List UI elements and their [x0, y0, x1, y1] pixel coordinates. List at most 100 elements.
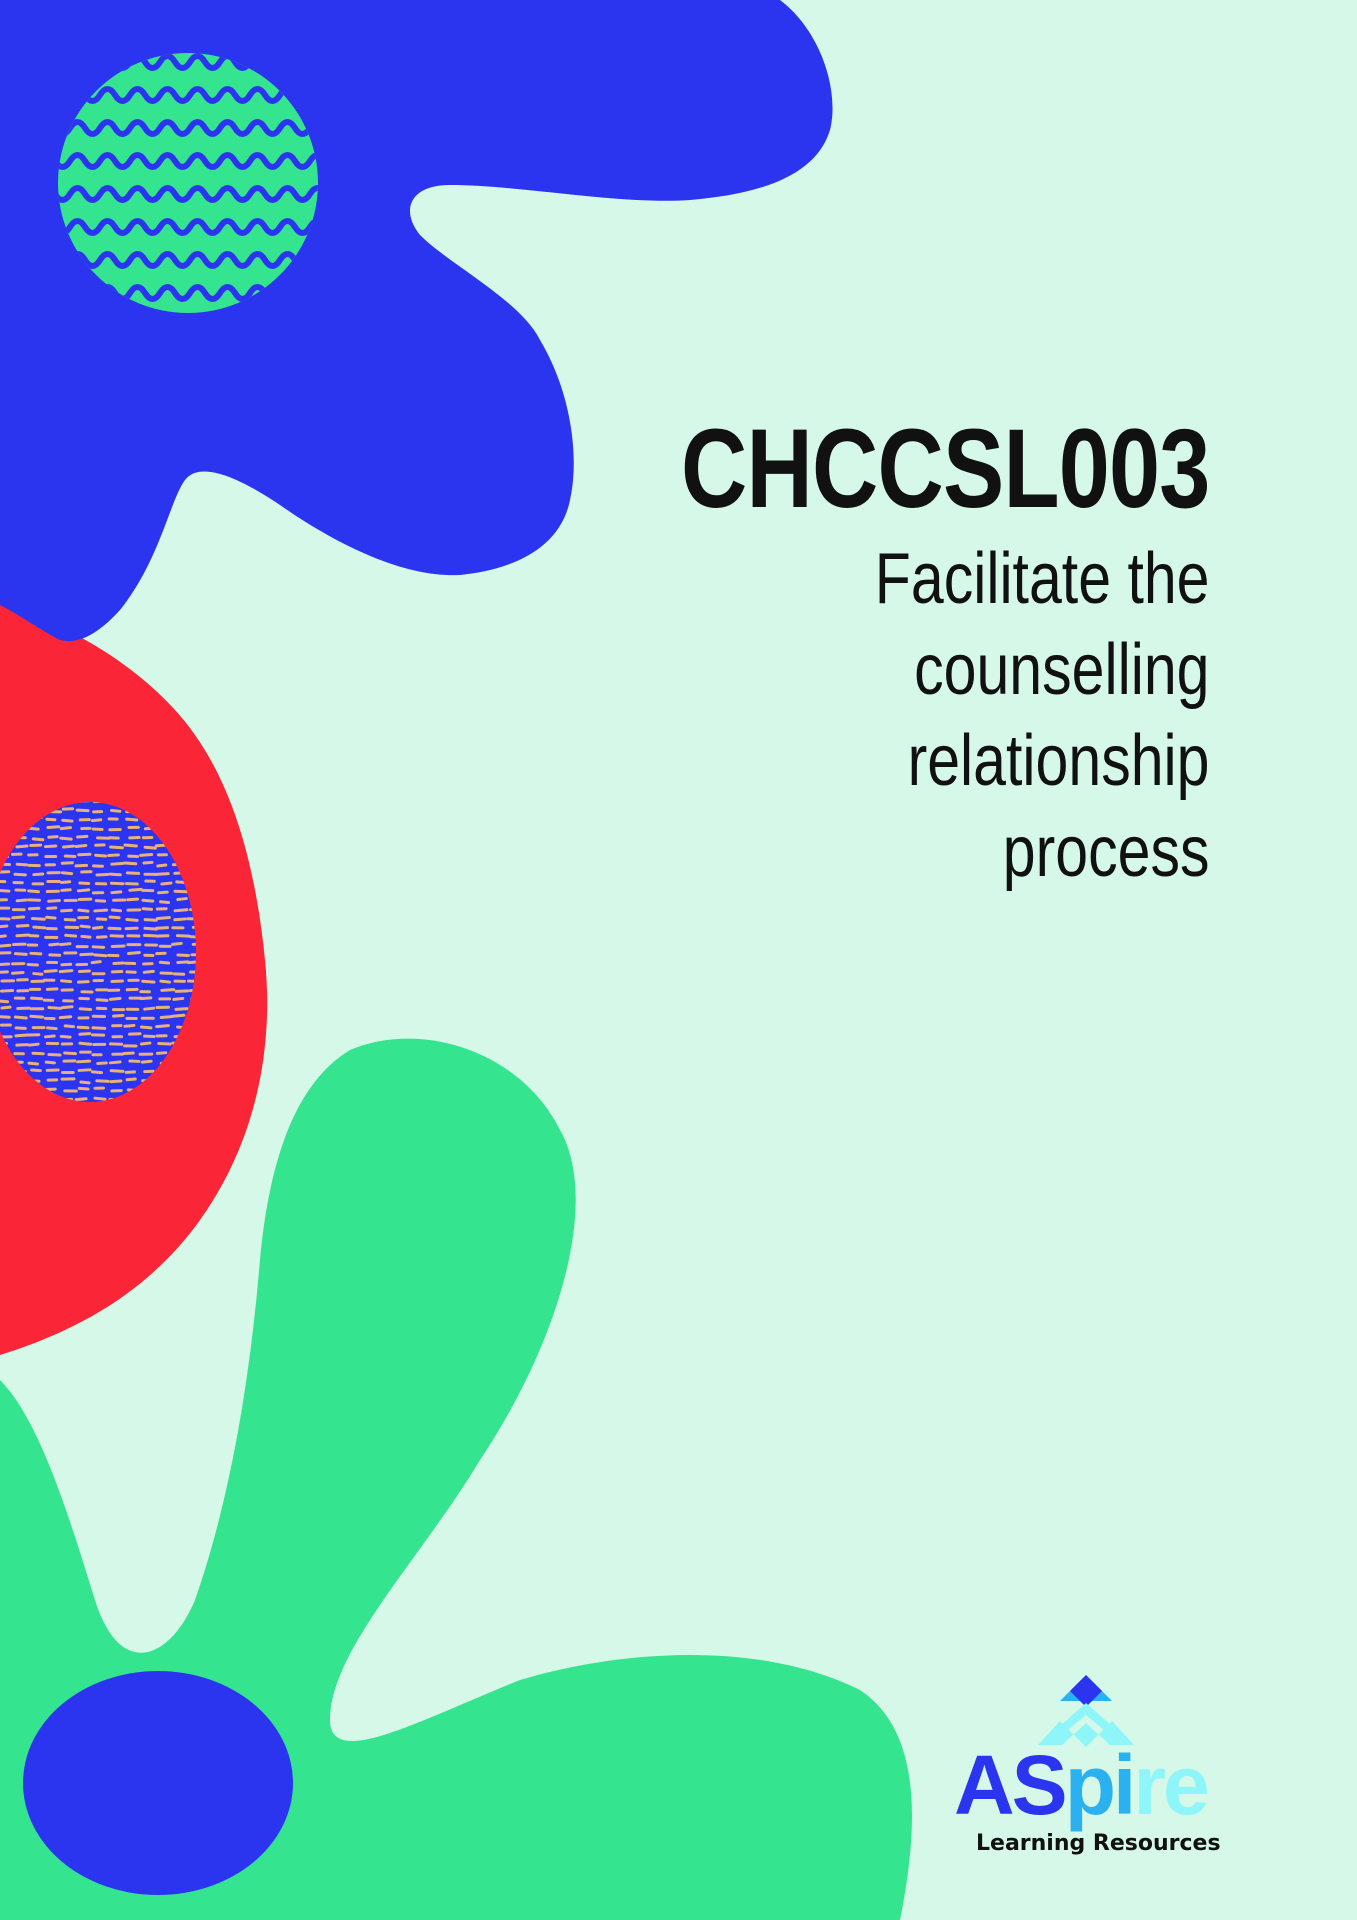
- unit-title-line-1: Facilitate the: [875, 538, 1210, 619]
- dash-mark: [45, 817, 57, 822]
- dash-mark: [10, 971, 25, 975]
- dash-mark: [59, 880, 72, 884]
- dash-mark: [110, 908, 123, 913]
- dash-mark: [109, 1079, 123, 1084]
- dash-mark: [159, 979, 171, 984]
- dash-mark: [26, 962, 39, 967]
- dash-mark: [32, 872, 45, 877]
- dash-mark: [64, 933, 78, 938]
- dash-mark: [30, 996, 44, 1001]
- dash-mark: [31, 837, 45, 842]
- logo-wordmark: ASpire: [954, 1738, 1210, 1832]
- dash-mark: [110, 808, 122, 813]
- dash-mark: [11, 915, 26, 920]
- dash-mark: [123, 1023, 136, 1028]
- dash-mark: [61, 818, 74, 823]
- dash-mark: [188, 935, 196, 939]
- dash-mark: [155, 1024, 170, 1029]
- dash-mark: [142, 969, 155, 974]
- dash-mark: [108, 915, 121, 920]
- dash-mark: [77, 1068, 92, 1072]
- unit-title-line-4: process: [1003, 811, 1210, 892]
- dash-mark: [58, 1015, 73, 1020]
- dash-mark: [112, 961, 125, 966]
- dash-mark: [171, 1013, 186, 1018]
- dash-mark: [155, 926, 170, 930]
- dash-mark: [78, 881, 91, 886]
- dash-mark: [48, 942, 60, 947]
- dash-mark: [76, 1025, 90, 1030]
- dash-mark: [141, 907, 154, 911]
- dash-mark: [27, 889, 40, 894]
- dash-mark: [15, 1043, 29, 1047]
- dash-mark: [186, 960, 196, 965]
- dash-mark: [76, 980, 90, 984]
- dash-mark: [110, 861, 125, 866]
- wave-line: [58, 218, 318, 236]
- dash-mark: [0, 888, 11, 893]
- dash-mark: [0, 989, 15, 993]
- dash-mark: [176, 897, 188, 902]
- dash-mark: [15, 844, 29, 849]
- dash-mark: [154, 872, 170, 876]
- dash-mark: [109, 1069, 125, 1073]
- dash-mark: [109, 996, 122, 1001]
- dash-mark: [47, 1005, 63, 1010]
- dash-mark: [43, 844, 58, 849]
- dash-mark: [15, 898, 28, 903]
- dash-mark: [90, 818, 103, 823]
- dash-mark: [77, 1086, 90, 1091]
- dash-mark: [0, 1005, 12, 1010]
- dash-mark: [31, 1051, 45, 1056]
- dash-mark: [91, 945, 106, 949]
- dash-mark: [43, 969, 58, 974]
- dash-mark: [176, 960, 190, 964]
- dash-mark: [13, 952, 28, 956]
- dash-mark: [78, 1041, 93, 1046]
- dash-mark: [74, 843, 88, 848]
- dash-mark: [15, 933, 31, 938]
- dash-mark: [79, 1080, 91, 1085]
- dash-mark: [62, 844, 75, 849]
- dash-mark: [59, 826, 72, 831]
- dash-mark: [76, 888, 91, 893]
- dash-mark: [139, 1041, 152, 1046]
- dash-mark: [125, 871, 141, 875]
- dash-mark: [46, 825, 61, 829]
- dash-mark: [110, 890, 123, 895]
- dash-mark: [0, 999, 10, 1004]
- dash-mark: [15, 924, 30, 928]
- dash-mark: [59, 1034, 72, 1039]
- dash-mark: [125, 917, 139, 922]
- logo-tagline: Learning Resources: [976, 1831, 1221, 1856]
- dash-mark: [90, 1070, 104, 1075]
- dash-mark: [60, 908, 73, 913]
- roof-diamond-icon: [1038, 1675, 1134, 1747]
- dash-mark: [139, 996, 153, 1001]
- dash-mark: [59, 836, 73, 841]
- dash-mark: [91, 1026, 107, 1030]
- dash-mark: [191, 942, 196, 946]
- dash-mark: [157, 890, 169, 895]
- dash-mark: [30, 916, 46, 921]
- dash-mark: [173, 908, 189, 913]
- dash-mark: [44, 1060, 56, 1065]
- dash-mark: [173, 889, 188, 894]
- dash-mark: [78, 1032, 92, 1036]
- dash-mark: [29, 1014, 45, 1019]
- dash-mark: [142, 860, 154, 865]
- dash-mark: [141, 979, 156, 984]
- dash-mark: [143, 845, 157, 850]
- dash-mark: [76, 834, 89, 839]
- dash-mark: [141, 898, 155, 903]
- dash-mark: [140, 1059, 153, 1064]
- dash-mark: [95, 935, 108, 939]
- dash-mark: [0, 943, 12, 948]
- dash-mark: [60, 888, 72, 892]
- dash-mark: [74, 863, 89, 868]
- dash-mark: [160, 881, 173, 886]
- dash-mark: [63, 917, 77, 922]
- dash-mark: [30, 1068, 42, 1073]
- dash-mark: [27, 1042, 40, 1047]
